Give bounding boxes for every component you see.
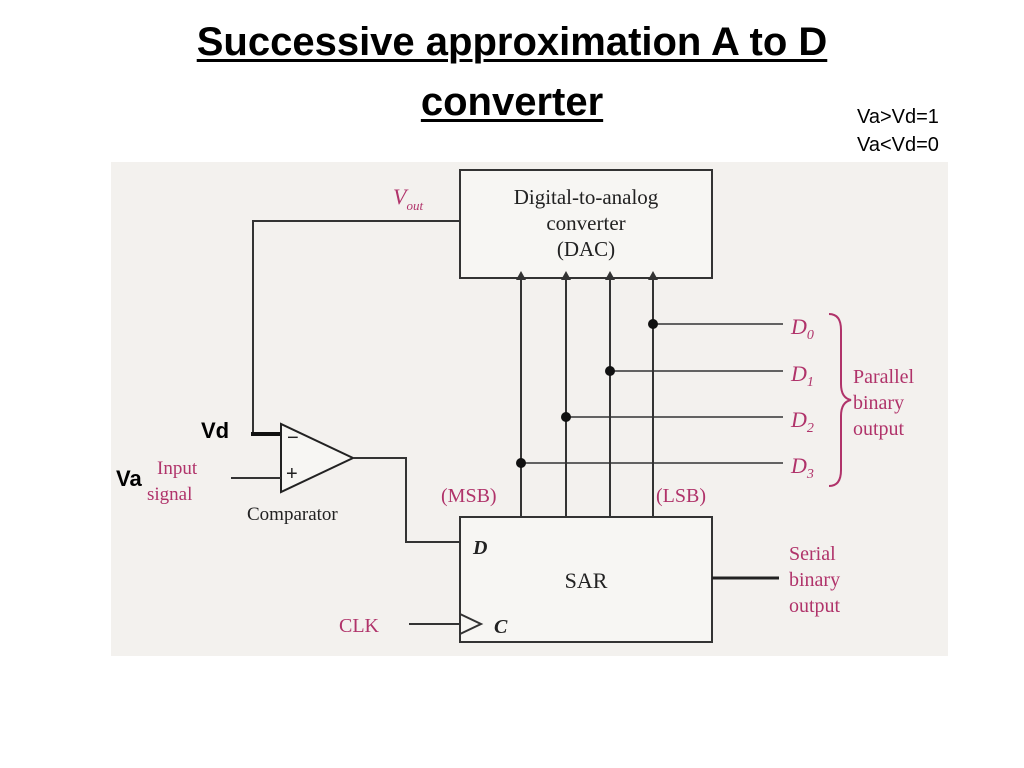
comparator-rules: Va>Vd=1 Va<Vd=0 xyxy=(857,103,939,159)
serial-label-line-1: Serial xyxy=(789,543,836,565)
dac-label-line-3: (DAC) xyxy=(557,237,615,261)
bit-label-d0: D0 xyxy=(790,314,814,343)
input-signal-line-2: signal xyxy=(147,484,192,505)
msb-label: (MSB) xyxy=(441,485,497,507)
dac-label-line-2: converter xyxy=(546,211,625,235)
serial-label-line-3: output xyxy=(789,595,841,617)
vout-label: Vout xyxy=(393,184,423,213)
junction-dot-d2 xyxy=(561,412,571,422)
sar-adc-diagram: Digital-to-analog converter (DAC) Vout D… xyxy=(111,162,948,656)
sar-d-input-label: D xyxy=(472,537,487,559)
va-label: Va xyxy=(116,466,142,491)
serial-label-line-2: binary xyxy=(789,569,840,591)
bit-label-d2: D2 xyxy=(790,407,814,436)
parallel-label-line-1: Parallel xyxy=(853,366,915,388)
comparator-symbol xyxy=(280,422,356,494)
junction-dot-d0 xyxy=(648,319,658,329)
comparator-output-wire xyxy=(353,457,460,543)
clock-input-triangle xyxy=(459,613,484,635)
diagram-svg: Digital-to-analog converter (DAC) Vout D… xyxy=(116,169,915,643)
parallel-brace xyxy=(828,313,852,487)
rule-2: Va<Vd=0 xyxy=(857,134,939,156)
junction-dot-d1 xyxy=(605,366,615,376)
title-line-2: converter xyxy=(420,80,604,124)
clk-label: CLK xyxy=(339,615,380,637)
vd-label: Vd xyxy=(201,418,229,443)
input-signal-line-1: Input xyxy=(157,458,198,479)
comparator-label: Comparator xyxy=(247,504,338,525)
sar-label: SAR xyxy=(565,568,608,593)
slide-title: Successive approximation A to D converte… xyxy=(112,12,912,132)
comparator-minus-sign: − xyxy=(287,427,299,449)
comparator-plus-sign: + xyxy=(286,463,298,485)
lsb-label: (LSB) xyxy=(656,485,706,507)
dac-block xyxy=(459,169,713,279)
sar-c-input-label: C xyxy=(494,616,508,638)
junction-dot-d3 xyxy=(516,458,526,468)
bit-label-d3: D3 xyxy=(790,453,814,482)
vout-feedback-wire xyxy=(252,220,460,435)
title-line-1: Successive approximation A to D xyxy=(196,20,828,64)
sar-block xyxy=(459,516,713,643)
parallel-label-line-3: output xyxy=(853,418,905,440)
dac-label-line-1: Digital-to-analog xyxy=(514,185,659,209)
parallel-label-line-2: binary xyxy=(853,392,904,414)
rule-1: Va>Vd=1 xyxy=(857,106,939,128)
bit-label-d1: D1 xyxy=(790,361,814,390)
